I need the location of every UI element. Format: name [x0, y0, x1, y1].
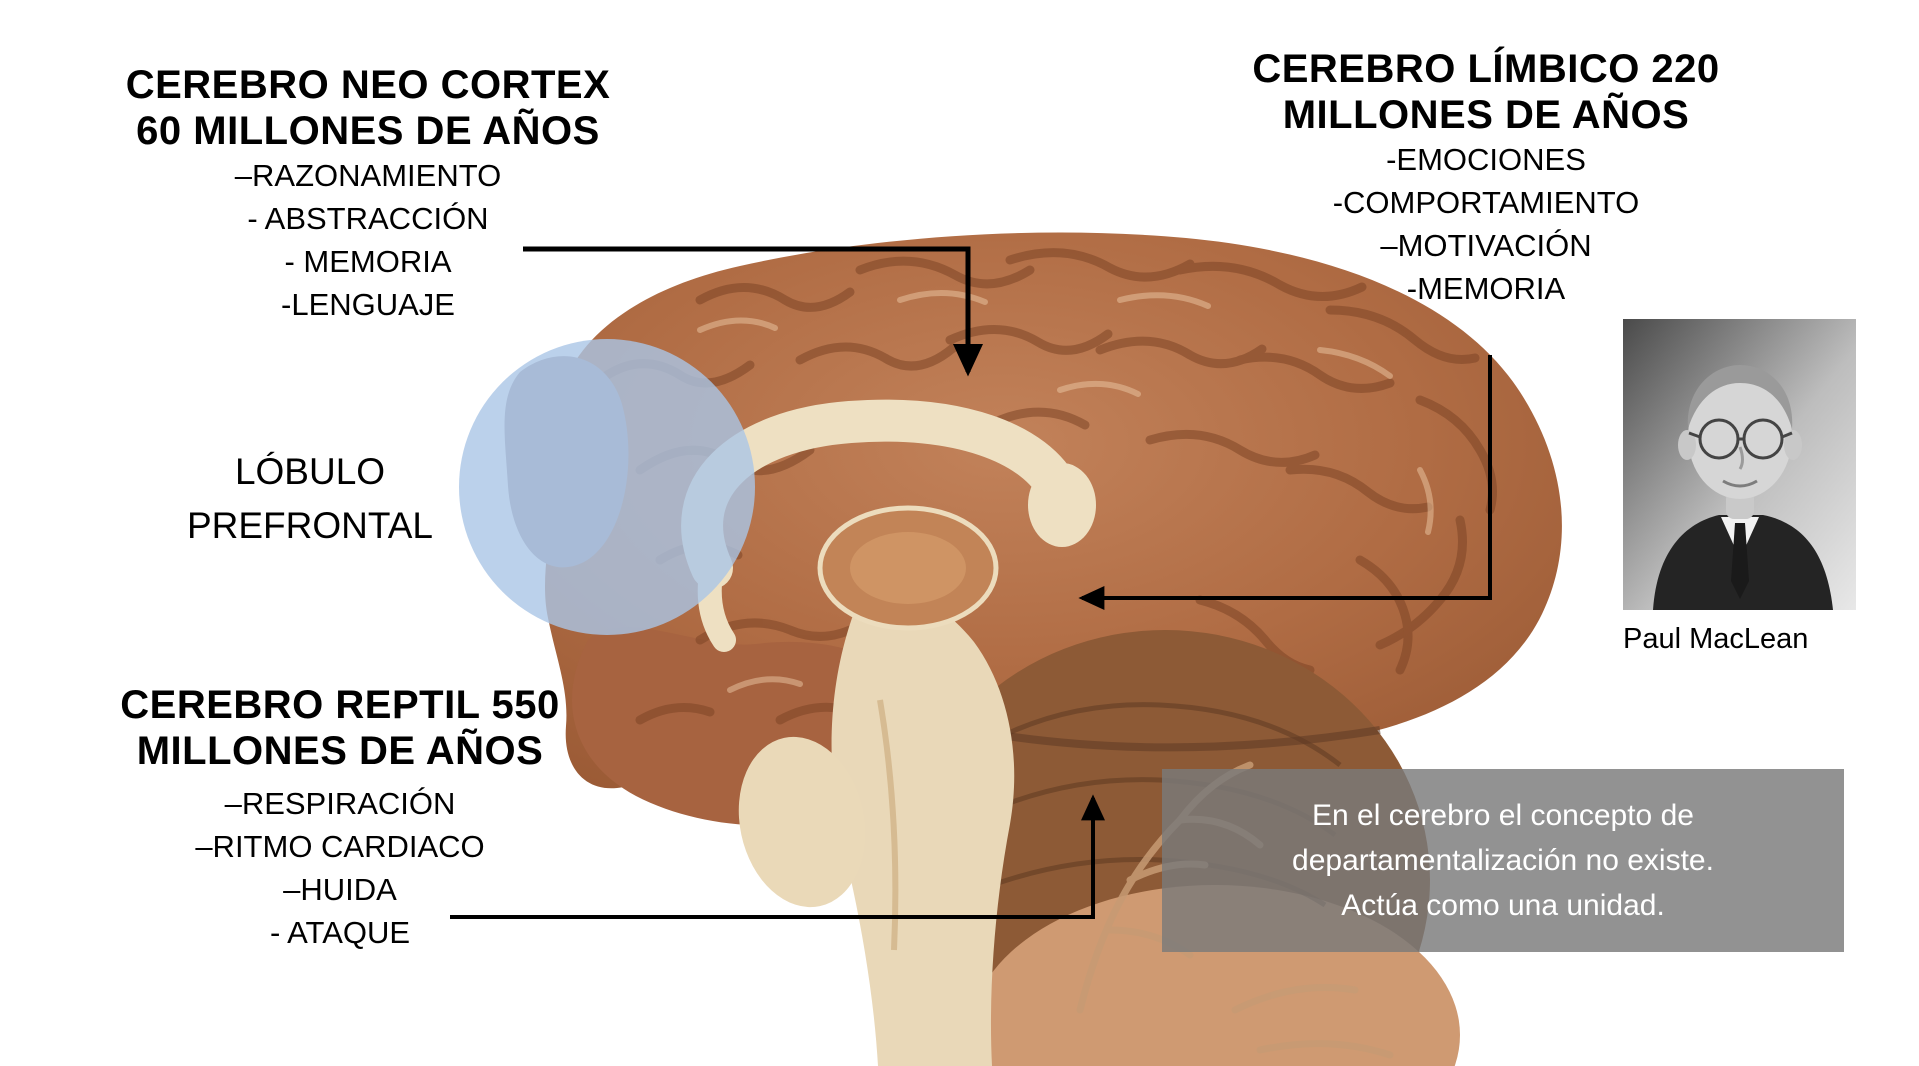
neocortex-title-line1: CEREBRO NEO CORTEX [125, 63, 611, 107]
list-item: –MOTIVACIÓN [1380, 228, 1592, 263]
limbico-arrow [1078, 355, 1492, 610]
limbico-title-line1: CEREBRO LÍMBICO 220 [1252, 47, 1720, 91]
neocortex-items: –RAZONAMIENTO - ABSTRACCIÓN - MEMORIA -L… [48, 154, 688, 326]
fissure-shadow [999, 726, 1381, 752]
note-line1: En el cerebro el concepto de [1312, 799, 1694, 832]
limbico-title: CEREBRO LÍMBICO 220 MILLONES DE AÑOS [1166, 46, 1806, 138]
portrait-caption: Paul MacLean [1623, 623, 1809, 655]
limbico-items: -EMOCIONES -COMPORTAMIENTO –MOTIVACIÓN -… [1166, 138, 1806, 310]
list-item: -MEMORIA [1406, 271, 1566, 306]
list-item: –HUIDA [283, 872, 397, 907]
neocortex-title-line2: 60 MILLONES DE AÑOS [136, 109, 600, 153]
list-item: - ATAQUE [269, 915, 411, 950]
list-item: -EMOCIONES [1386, 142, 1586, 177]
reptil-title-line1: CEREBRO REPTIL 550 [120, 683, 560, 727]
list-item: –RESPIRACIÓN [224, 786, 456, 821]
limbico-label-block: CEREBRO LÍMBICO 220 MILLONES DE AÑOS -EM… [1166, 46, 1806, 310]
note-line2: departamentalización no existe. [1292, 844, 1714, 877]
paul-maclean-photo [1623, 319, 1856, 610]
note-box: En el cerebro el concepto de departament… [1162, 769, 1844, 952]
note-line3: Actúa como una unidad. [1341, 889, 1665, 922]
prefrontal-circle [459, 339, 755, 635]
portrait-illustration [1623, 319, 1856, 610]
prefrontal-label: LÓBULO PREFRONTAL [100, 445, 520, 553]
reptil-items: –RESPIRACIÓN –RITMO CARDIACO –HUIDA - AT… [30, 782, 650, 954]
reptil-label-block: CEREBRO REPTIL 550 MILLONES DE AÑOS –RES… [30, 682, 650, 954]
list-item: -LENGUAJE [281, 287, 455, 322]
limbico-title-line2: MILLONES DE AÑOS [1282, 93, 1690, 137]
brainstem [738, 590, 1015, 1066]
list-item: –RAZONAMIENTO [234, 158, 502, 193]
neocortex-label-block: CEREBRO NEO CORTEX 60 MILLONES DE AÑOS –… [48, 62, 688, 326]
reptil-arrow [450, 794, 1105, 919]
list-item: - MEMORIA [284, 244, 452, 279]
list-item: - ABSTRACCIÓN [247, 201, 489, 236]
prefrontal-label-line2: PREFRONTAL [186, 505, 433, 546]
neocortex-arrow [523, 246, 983, 377]
list-item: –RITMO CARDIACO [195, 829, 485, 864]
reptil-title: CEREBRO REPTIL 550 MILLONES DE AÑOS [30, 682, 650, 774]
neocortex-title: CEREBRO NEO CORTEX 60 MILLONES DE AÑOS [48, 62, 688, 154]
thalamus [817, 505, 999, 631]
reptil-title-line2: MILLONES DE AÑOS [136, 729, 544, 773]
list-item: -COMPORTAMIENTO [1332, 185, 1640, 220]
prefrontal-label-line1: LÓBULO [234, 451, 386, 492]
